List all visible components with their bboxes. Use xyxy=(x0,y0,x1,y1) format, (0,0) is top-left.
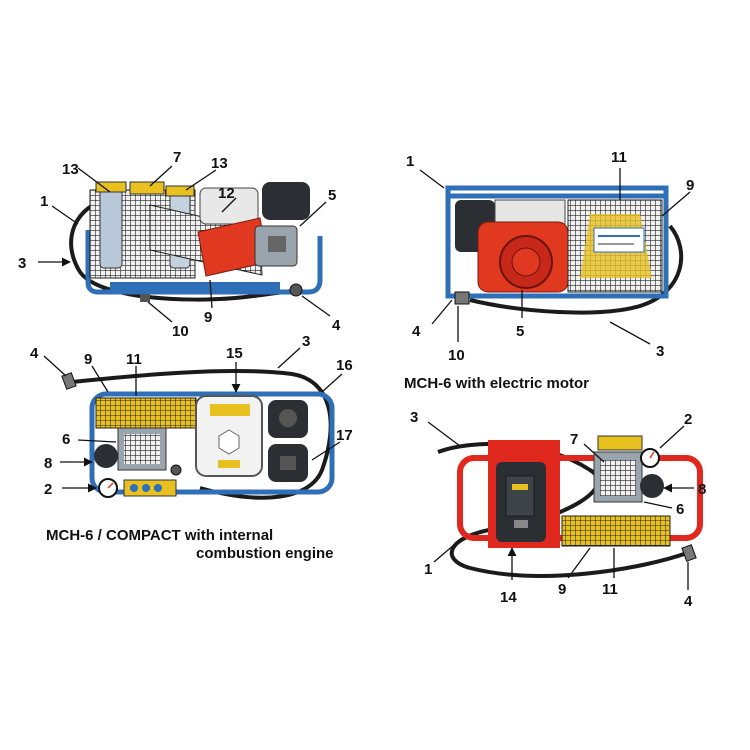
frame xyxy=(445,185,669,299)
callout-label: 14 xyxy=(500,589,517,606)
callout-label: 6 xyxy=(62,431,70,448)
callout-label: 9 xyxy=(84,351,92,368)
leaders-middle-left xyxy=(43,347,343,493)
panel-top-left-compressor xyxy=(69,181,323,302)
oil-reservoir xyxy=(640,474,664,498)
leaders-top-right xyxy=(419,168,691,345)
callout-label: 11 xyxy=(611,149,627,166)
caption-compact-line1: MCH-6 / COMPACT with internal xyxy=(46,527,273,544)
callout-label: 13 xyxy=(62,161,79,178)
filter-cylinder xyxy=(99,187,123,269)
engine xyxy=(199,187,259,225)
caption-electric: MCH-6 with electric motor xyxy=(404,375,589,392)
warning-labels xyxy=(597,435,643,451)
callout-label: 3 xyxy=(18,255,26,272)
panel-middle-left-compressor xyxy=(61,369,335,500)
callout-label: 16 xyxy=(336,357,353,374)
base-plate xyxy=(110,282,280,294)
callout-label: 1 xyxy=(406,153,414,170)
caption-compact-line2: combustion engine xyxy=(196,545,334,562)
callout-label: 4 xyxy=(684,593,693,610)
callout-label: 2 xyxy=(684,411,692,428)
panel-bottom-right-compressor xyxy=(437,435,703,578)
filter-mesh xyxy=(561,515,671,547)
filling-hose xyxy=(69,196,301,302)
callout-label: 9 xyxy=(558,581,566,598)
callout-label: 4 xyxy=(332,317,341,334)
callout-label: 6 xyxy=(676,501,684,518)
callout-label: 15 xyxy=(226,345,243,362)
callout-label: 3 xyxy=(410,409,418,426)
callout-label: 9 xyxy=(686,177,694,194)
oil-reservoir xyxy=(94,444,118,468)
callout-label: 1 xyxy=(424,561,432,578)
callouts-top-right: 1 11 9 4 5 10 3 xyxy=(406,149,694,364)
callout-label: 4 xyxy=(412,323,421,340)
callout-label: 3 xyxy=(656,343,664,360)
callout-label: 5 xyxy=(328,187,336,204)
callout-label: 9 xyxy=(204,309,212,326)
callout-label: 2 xyxy=(44,481,52,498)
nameplate xyxy=(593,227,645,253)
callout-label: 8 xyxy=(44,455,52,472)
frame xyxy=(89,391,335,495)
panel-top-right-compressor xyxy=(445,185,684,315)
callout-label: 11 xyxy=(126,351,142,368)
callout-label: 10 xyxy=(448,347,465,364)
filter-mesh xyxy=(95,397,197,429)
callout-label: 7 xyxy=(570,431,578,448)
callout-label: 4 xyxy=(30,345,39,362)
leaders-top-left xyxy=(38,165,331,323)
filling-hose xyxy=(469,224,684,315)
callouts-top-left: 13 7 13 12 5 1 3 10 9 4 xyxy=(18,149,341,340)
callouts-middle-left: 4 9 11 15 3 16 6 8 17 2 xyxy=(30,333,353,498)
callout-label: 17 xyxy=(336,427,353,444)
callout-label: 5 xyxy=(516,323,524,340)
callout-label: 7 xyxy=(173,149,181,166)
callout-label: 11 xyxy=(602,581,618,598)
callout-label: 12 xyxy=(218,185,235,202)
callout-label: 8 xyxy=(698,481,706,498)
callouts-bottom-right: 3 7 2 8 6 1 14 9 11 4 xyxy=(410,409,706,610)
callout-label: 10 xyxy=(172,323,189,340)
callout-label: 13 xyxy=(211,155,228,172)
callout-label: 1 xyxy=(40,193,48,210)
callout-label: 3 xyxy=(302,333,310,350)
leaders-bottom-right xyxy=(427,421,694,590)
